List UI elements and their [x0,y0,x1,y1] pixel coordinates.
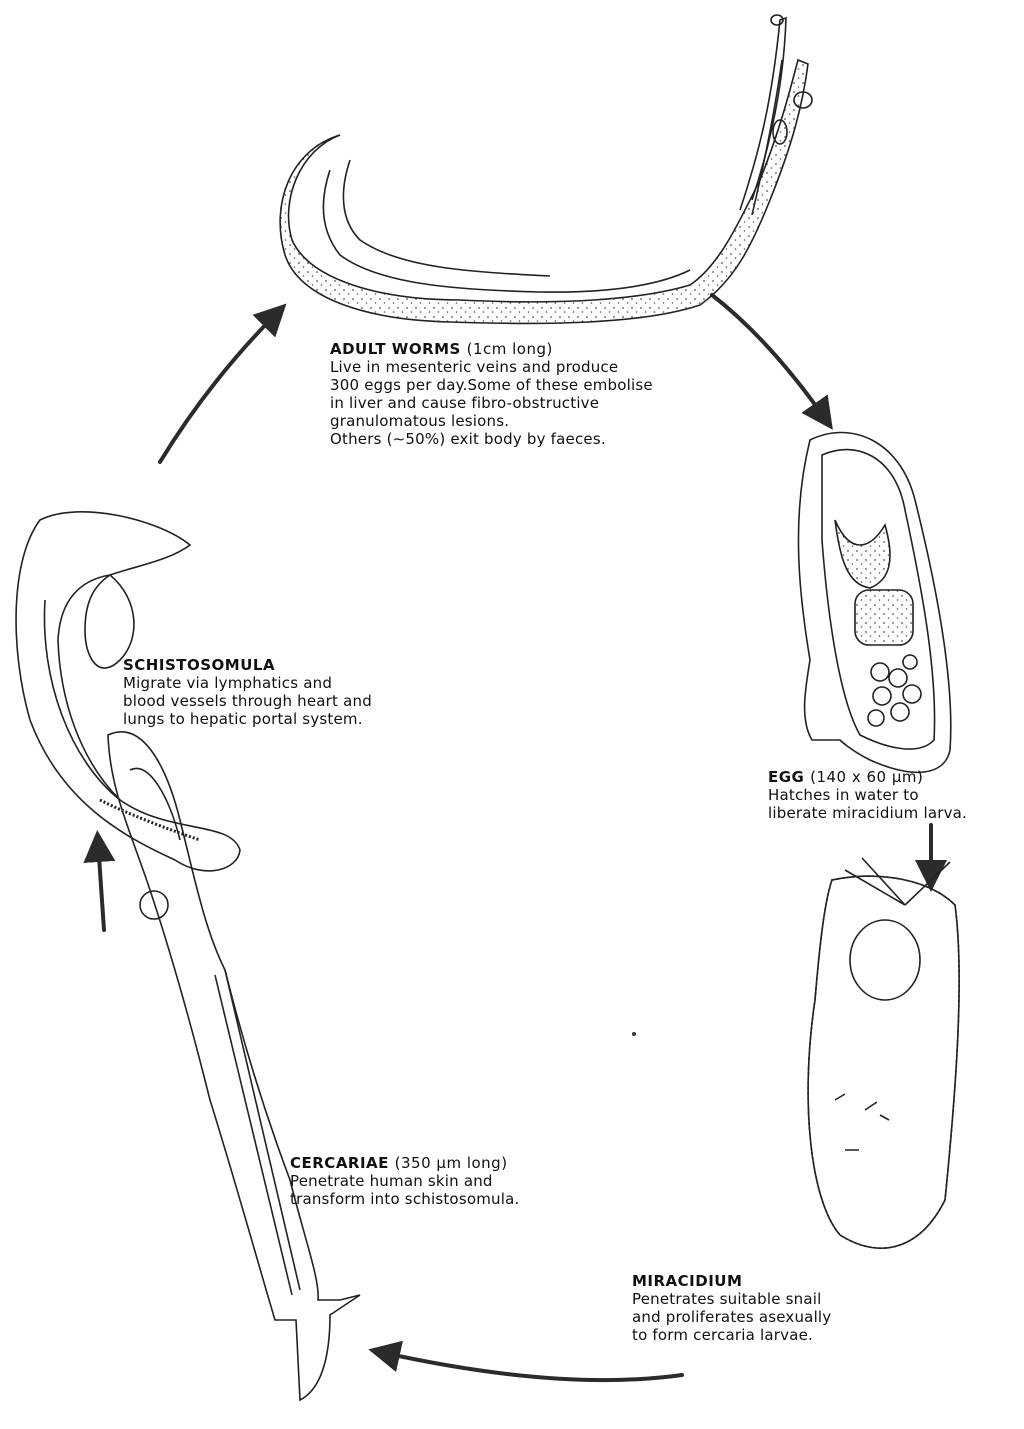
adult-worms-illustration [280,15,812,323]
adult-worms-label: ADULT WORMS (1cm long) Live in mesenteri… [330,340,653,448]
adult-worms-size: (1cm long) [467,340,553,358]
arrow-cercariae-to-schistosomula [98,842,104,930]
adult-worms-title-line: ADULT WORMS (1cm long) [330,340,653,358]
egg-line-1: Hatches in water to [768,786,967,804]
schistosomula-line-1: Migrate via lymphatics and [123,674,372,692]
arrow-schistosomula-to-adult [160,312,278,462]
arrow-miracidium-to-cercariae [380,1352,682,1380]
cercariae-line-1: Penetrate human skin and [290,1172,519,1190]
miracidium-label: MIRACIDIUM Penetrates suitable snail and… [632,1272,831,1344]
miracidium-title: MIRACIDIUM [632,1272,831,1290]
schistosomula-label: SCHISTOSOMULA Migrate via lymphatics and… [123,656,372,728]
cercariae-illustration [108,732,360,1400]
schistosomula-line-3: lungs to hepatic portal system. [123,710,372,728]
speck [632,1032,636,1036]
cercariae-size: (350 µm long) [395,1154,508,1172]
schistosomula-title: SCHISTOSOMULA [123,656,372,674]
adult-worms-line-1: Live in mesenteric veins and produce [330,358,653,376]
egg-title-line: EGG (140 x 60 µm) [768,768,967,786]
adult-worms-line-3: in liver and cause fibro-obstructive [330,394,653,412]
adult-worms-title: ADULT WORMS [330,340,461,358]
miracidium-line-2: and proliferates asexually [632,1308,831,1326]
miracidium-line-3: to form cercaria larvae. [632,1326,831,1344]
cercariae-line-2: transform into schistosomula. [290,1190,519,1208]
adult-worms-line-5: Others (∼50%) exit body by faeces. [330,430,653,448]
cercariae-title-line: CERCARIAE (350 µm long) [290,1154,519,1172]
adult-worms-line-4: granulomatous lesions. [330,412,653,430]
adult-worms-line-2: 300 eggs per day.Some of these embolise [330,376,653,394]
egg-label: EGG (140 x 60 µm) Hatches in water to li… [768,768,967,822]
cercariae-title: CERCARIAE [290,1154,389,1172]
egg-cells [868,655,921,726]
egg-line-2: liberate miracidium larva. [768,804,967,822]
miracidium-line-1: Penetrates suitable snail [632,1290,831,1308]
egg-title: EGG [768,768,804,786]
miracidium-illustration [808,858,959,1248]
egg-illustration [798,433,950,773]
egg-size: (140 x 60 µm) [810,768,923,786]
schistosomula-line-2: blood vessels through heart and [123,692,372,710]
cercariae-label: CERCARIAE (350 µm long) Penetrate human … [290,1154,519,1208]
arrow-adult-to-egg [712,295,826,420]
